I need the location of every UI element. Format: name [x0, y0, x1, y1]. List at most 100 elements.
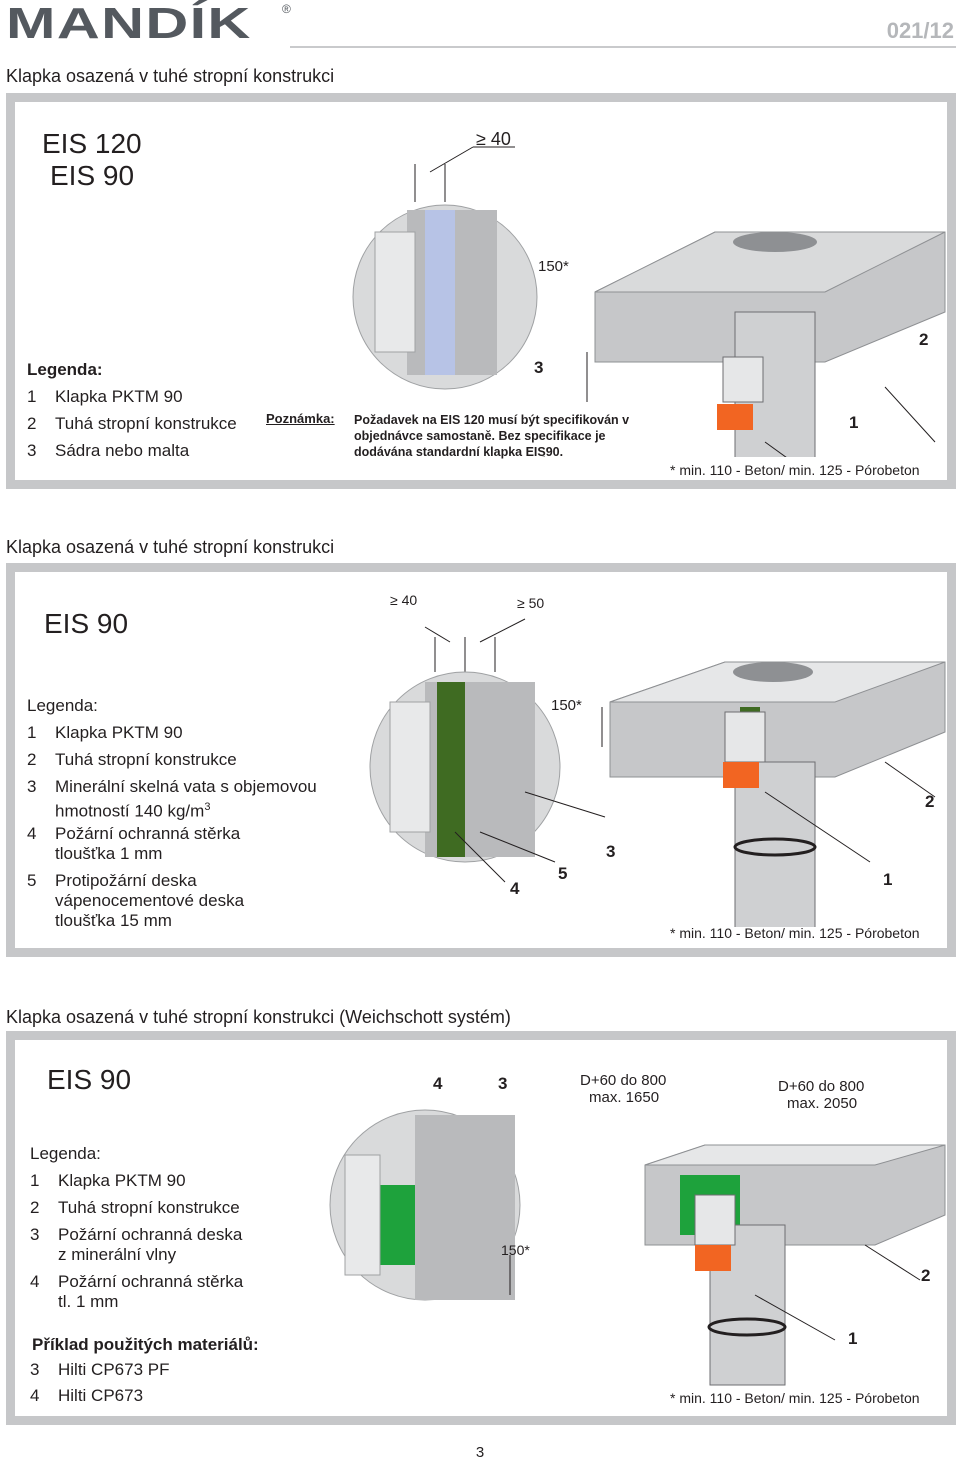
dim-text: D+60 do 800 — [778, 1078, 865, 1095]
legend-item: 4 Požární ochranná stěrka tloušťka 1 mm — [27, 824, 347, 864]
section-1-diagram — [352, 146, 946, 457]
legend-num: 2 — [30, 1198, 40, 1217]
legend-item: 4 Požární ochranná stěrka tl. 1 mm — [30, 1272, 310, 1312]
actuator-box — [694, 1194, 736, 1246]
section-1-panel: EIS 120 EIS 90 Legenda: 1 Klapka PKTM 90… — [6, 93, 956, 489]
legend-item: 3 Minerální skelná vata s objemovou hmot… — [27, 777, 347, 821]
footnote: * min. 110 - Beton/ min. 125 - Pórobeton — [670, 462, 920, 478]
footnote: * min. 110 - Beton/ min. 125 - Pórobeton — [670, 1390, 920, 1406]
callout-leader — [454, 831, 506, 883]
note-line: dodávána standardní klapka EIS90. — [354, 445, 564, 459]
legend-item: 2 Tuhá stropní konstrukce — [27, 750, 347, 770]
legend-num: 2 — [27, 750, 37, 769]
footnote: * min. 110 - Beton/ min. 125 - Pórobeton — [670, 925, 920, 941]
callout-3: 3 — [498, 1074, 508, 1093]
callout-3: 3 — [606, 842, 616, 861]
damper-body — [374, 231, 416, 353]
callout-leader — [524, 791, 606, 818]
plaster-fill — [425, 210, 455, 375]
legend-text: vápenocementové deska — [55, 891, 245, 910]
slab-section — [415, 1115, 515, 1300]
callout-leader — [764, 441, 787, 457]
material-text: Hilti CP673 PF — [58, 1360, 170, 1379]
legend-num: 1 — [27, 723, 37, 742]
callout-2: 2 — [919, 330, 929, 349]
legend-text-line: hmotností 140 kg/m — [55, 801, 205, 821]
callout-1: 1 — [848, 1329, 858, 1348]
legend-num: 1 — [27, 387, 37, 406]
callout-leader — [884, 386, 936, 443]
legend-num: 1 — [30, 1171, 40, 1190]
duct-opening — [733, 232, 817, 252]
legend-text: Požární ochranná deska — [58, 1225, 243, 1244]
materials-title: Příklad použitých materiálů: — [32, 1335, 259, 1354]
legend-text: Požární ochranná stěrka — [55, 824, 241, 843]
callout-4: 4 — [433, 1074, 443, 1093]
legend-num: 2 — [27, 414, 37, 433]
mineral-board — [375, 1185, 415, 1265]
brand-logo: MANDÍK — [6, 0, 252, 48]
material-item: 3 Hilti CP673 PF — [30, 1360, 310, 1380]
legend-text: z minerální vlny — [58, 1245, 177, 1264]
legend-num: 3 — [30, 1225, 40, 1244]
material-num: 3 — [30, 1360, 40, 1379]
actuator-motor — [723, 762, 759, 788]
legend-item: 3 Požární ochranná deska z minerální vln… — [30, 1225, 310, 1265]
legend-text: Tuhá stropní konstrukce — [55, 750, 237, 769]
actuator-box — [724, 711, 766, 763]
superscript: 3 — [204, 801, 211, 813]
dim-leader — [424, 626, 451, 643]
wool-fill — [437, 682, 465, 857]
legend-item: 3 Sádra nebo malta — [27, 441, 267, 461]
callout-2: 2 — [921, 1266, 931, 1285]
slab-top — [609, 661, 946, 703]
callout-1: 1 — [883, 870, 893, 889]
duct-flange — [733, 837, 817, 857]
legend-title: Legenda: — [30, 1144, 101, 1163]
duct-flange — [707, 1317, 787, 1337]
slab-top — [594, 231, 946, 293]
section-1-title: Klapka osazená v tuhé stropní konstrukci — [6, 66, 335, 86]
legend-num: 5 — [27, 871, 37, 890]
page-number: 3 — [475, 1444, 485, 1461]
dim-text: max. 2050 — [787, 1095, 858, 1112]
legend-text: Tuhá stropní konstrukce — [55, 414, 237, 433]
section-2-panel: EIS 90 Legenda: 1 Klapka PKTM 90 2 Tuhá … — [6, 563, 956, 957]
dim-depth: 150* — [551, 697, 582, 714]
dim-width-1: D+60 do 800 max. 1650 — [580, 1072, 666, 1106]
legend-item: 2 Tuhá stropní konstrukce — [27, 414, 267, 434]
legend-title: Legenda: — [27, 696, 98, 715]
legend-item: 1 Klapka PKTM 90 — [27, 387, 267, 407]
callout-3: 3 — [534, 358, 544, 377]
page-code: 021/12 — [886, 18, 954, 43]
dim-leader — [479, 618, 526, 643]
note-line: objednávce samostaně. Bez specifikace je — [354, 429, 606, 443]
dim-text: D+60 do 800 — [580, 1072, 667, 1089]
callout-2: 2 — [925, 792, 935, 811]
legend-num: 3 — [27, 441, 37, 460]
legend-item: 2 Tuhá stropní konstrukce — [30, 1198, 310, 1218]
actuator-motor — [717, 404, 753, 430]
damper-body — [344, 1154, 381, 1276]
legend-text: tloušťka 1 mm — [55, 844, 163, 863]
legend-text: tl. 1 mm — [58, 1292, 119, 1311]
callout-4: 4 — [510, 879, 520, 898]
rating-eis90: EIS 90 — [50, 160, 135, 191]
header-divider — [290, 46, 956, 48]
section-3-panel: EIS 90 Legenda: 1 Klapka PKTM 90 2 Tuhá … — [6, 1031, 956, 1425]
note-text: Požadavek na EIS 120 musí být specifikov… — [354, 412, 629, 460]
legend-text: tloušťka 15 mm — [55, 911, 172, 930]
dim-depth: 150* — [501, 1242, 530, 1258]
legend-text: hmotností 140 kg/m3 — [55, 797, 210, 822]
legend-text: Minerální skelná vata s objemovou — [55, 777, 317, 796]
dim-gap2: ≥ 50 — [517, 595, 545, 611]
rating-eis90: EIS 90 — [47, 1064, 132, 1095]
legend-item: 5 Protipožární deska vápenocementové des… — [27, 871, 347, 931]
callout-5: 5 — [558, 864, 568, 883]
material-num: 4 — [30, 1386, 40, 1405]
section-3-title: Klapka osazená v tuhé stropní konstrukci… — [6, 1007, 511, 1027]
actuator-box — [722, 356, 764, 403]
section-2-diagram — [369, 618, 946, 927]
dim-text: max. 1650 — [589, 1089, 660, 1106]
damper-body — [389, 701, 431, 833]
